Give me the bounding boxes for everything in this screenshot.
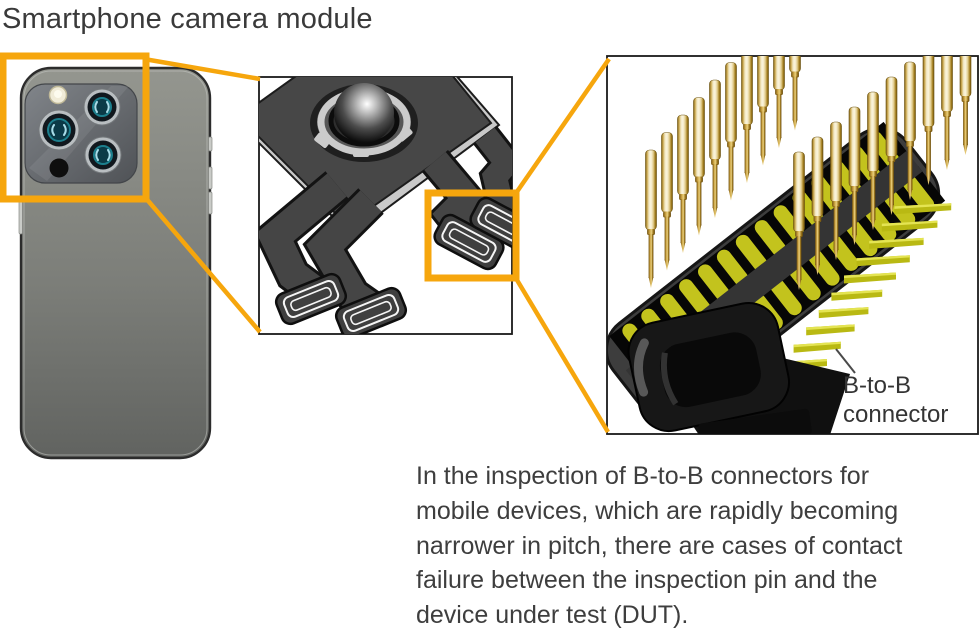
camera-module-illustration [259,77,512,334]
lidar-sensor [49,158,69,178]
inspection-pin [922,56,935,185]
caption-line: In the inspection of B-to-B connectors f… [416,462,870,490]
connector-front-cap [627,302,850,434]
highlight-box-phone-camera [0,52,150,203]
caption-line: narrower in pitch, there are cases of co… [416,531,903,560]
inspection-pin [941,56,953,170]
camera-lens [83,88,121,126]
inspection-pin [741,56,753,183]
camera-lens [38,109,80,151]
inspection-pin [645,149,657,288]
camera-lens-dome [310,83,418,162]
inspection-pins-right-row [793,56,972,290]
inspection-pin [885,76,898,215]
flex-connector-ends [274,196,512,334]
btob-label-line2: connector [843,401,949,428]
caption-text: In the inspection of B-to-B connectors f… [416,459,976,633]
inspection-pin [830,121,842,260]
highlight-box-flex-connector [424,189,520,282]
inspection-pin [904,61,916,200]
label-pointer-line [835,348,856,374]
flex-connector-end [469,196,512,254]
phone-camera-module [24,83,138,184]
inspection-pin [773,56,785,148]
caption-line: device under test (DUT). [416,601,689,630]
btob-connector-illustration [607,56,972,434]
page-title: Smartphone camera module [2,3,373,35]
camera-lens [84,136,122,174]
inspection-pin [811,136,824,275]
inspection-pin [848,106,861,245]
phone-side-buttons [18,136,213,235]
inspection-pin [725,62,737,201]
inspection-pin [661,132,673,271]
btob-label-line1: B-to-B [843,372,912,399]
inspection-pin [867,91,879,230]
btob-connector-label: B-to-B connector [843,371,948,429]
caption-line: mobile devices, which are rapidly becomi… [416,496,899,525]
flex-connector-end [274,272,348,326]
inspection-pins-left-row [645,56,801,288]
camera-lenses [38,88,122,174]
caption-line: failure between the inspection pin and t… [416,566,878,595]
inspection-pin [677,114,689,253]
connector-leads [781,203,952,370]
inspection-pin [757,56,769,166]
flex-connector-end [334,286,408,334]
smartphone-illustration [18,66,213,460]
inspection-pin [693,97,705,236]
inspection-pin [709,79,721,218]
inspection-pin [789,56,801,131]
callout-lines [142,56,611,434]
inspection-pin [793,151,805,290]
inspection-pin [959,56,972,155]
